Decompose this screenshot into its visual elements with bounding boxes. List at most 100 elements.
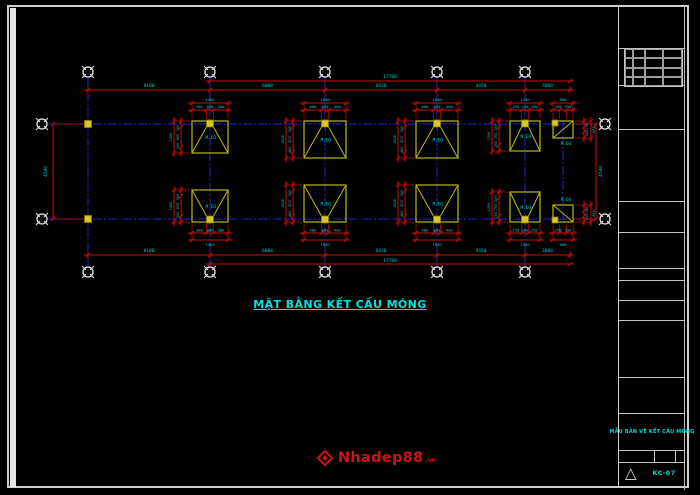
title-block: MẪU BẢN VẼ KẾT CẤU MÓNG △ KC-07	[609, 5, 694, 488]
title-block-divider	[619, 450, 685, 451]
svg-text:800: 800	[400, 136, 404, 143]
svg-text:1200: 1200	[520, 242, 530, 247]
svg-text:1200: 1200	[520, 97, 530, 102]
svg-text:M.Đ2: M.Đ2	[205, 135, 216, 141]
svg-text:800: 800	[176, 134, 180, 141]
svg-text:4500: 4500	[598, 166, 604, 177]
svg-text:800: 800	[207, 104, 215, 109]
svg-text:550: 550	[585, 214, 589, 221]
logo-tld: .vn	[425, 457, 436, 464]
revision-triangle-icon: △	[625, 464, 637, 482]
title-block-divider	[619, 320, 685, 321]
svg-text:800: 800	[560, 242, 568, 247]
svg-text:250: 250	[555, 104, 563, 109]
binding-margin-bar	[10, 8, 16, 487]
svg-text:700: 700	[494, 204, 498, 211]
svg-text:250: 250	[494, 124, 498, 131]
svg-text:800: 800	[322, 228, 330, 233]
svg-text:8100: 8100	[143, 248, 154, 254]
sheet-number-cell: △ KC-07	[619, 462, 685, 488]
svg-text:400: 400	[446, 104, 454, 109]
svg-text:250: 250	[512, 104, 520, 109]
svg-text:M.Đ1: M.Đ1	[432, 202, 443, 208]
svg-text:400: 400	[421, 104, 429, 109]
revision-table	[624, 48, 683, 87]
svg-text:1600: 1600	[393, 199, 397, 208]
svg-text:400: 400	[400, 126, 404, 133]
svg-text:400: 400	[309, 104, 317, 109]
svg-text:800: 800	[592, 210, 596, 217]
svg-text:550: 550	[565, 104, 573, 109]
svg-text:M.Đ1: M.Đ1	[432, 138, 443, 144]
svg-text:1600: 1600	[320, 97, 330, 102]
title-block-divider	[654, 450, 655, 462]
logo[interactable]: Nhadep88 .vn	[316, 449, 436, 467]
svg-text:4500: 4500	[43, 166, 49, 177]
title-block-divider	[619, 268, 685, 269]
logo-text: Nhadep88	[338, 449, 424, 466]
svg-text:300: 300	[196, 104, 204, 109]
svg-text:250: 250	[531, 228, 539, 233]
svg-text:400: 400	[288, 147, 292, 154]
svg-text:1200: 1200	[487, 203, 491, 212]
svg-text:800: 800	[288, 200, 292, 207]
svg-text:M.Đ1: M.Đ1	[320, 138, 331, 144]
drawing-set-caption-cell: MẪU BẢN VẼ KẾT CẤU MÓNG	[609, 413, 694, 450]
svg-text:6430: 6430	[375, 248, 386, 254]
svg-text:400: 400	[288, 211, 292, 218]
svg-text:1400: 1400	[169, 133, 173, 142]
svg-text:400: 400	[400, 211, 404, 218]
drawing-set-caption: MẪU BẢN VẼ KẾT CẤU MÓNG	[609, 428, 695, 435]
svg-text:400: 400	[309, 228, 317, 233]
title-block-divider	[619, 462, 685, 463]
svg-text:M.Đ3: M.Đ3	[520, 205, 531, 211]
svg-text:250: 250	[585, 123, 589, 130]
svg-text:4450: 4450	[475, 248, 486, 254]
svg-text:1600: 1600	[393, 135, 397, 144]
title-block-divider	[675, 450, 676, 462]
svg-text:550: 550	[585, 130, 589, 137]
svg-text:6000: 6000	[262, 83, 273, 89]
svg-text:1200: 1200	[487, 132, 491, 141]
svg-text:250: 250	[494, 141, 498, 148]
title-block-divider	[619, 413, 685, 414]
svg-text:300: 300	[196, 228, 204, 233]
svg-text:800: 800	[207, 228, 215, 233]
svg-text:8100: 8100	[143, 83, 154, 89]
svg-text:800: 800	[322, 104, 330, 109]
svg-text:550: 550	[565, 228, 573, 233]
title-block-divider	[619, 377, 685, 378]
svg-text:800: 800	[434, 228, 442, 233]
svg-text:1600: 1600	[320, 242, 330, 247]
svg-text:3000: 3000	[542, 83, 553, 89]
svg-text:1400: 1400	[205, 97, 215, 102]
svg-text:700: 700	[494, 133, 498, 140]
svg-text:800: 800	[434, 104, 442, 109]
svg-text:300: 300	[176, 212, 180, 219]
svg-text:400: 400	[288, 126, 292, 133]
svg-text:3000: 3000	[542, 248, 553, 254]
svg-text:250: 250	[494, 195, 498, 202]
svg-text:M.Đ1: M.Đ1	[320, 202, 331, 208]
svg-text:1600: 1600	[432, 242, 442, 247]
svg-text:4450: 4450	[475, 83, 486, 89]
svg-text:M.Đ2: M.Đ2	[205, 204, 216, 210]
svg-text:400: 400	[288, 190, 292, 197]
svg-text:1400: 1400	[169, 202, 173, 211]
drawing-title: MẶT BẰNG KẾT CẤU MÓNG	[253, 298, 427, 311]
svg-text:6000: 6000	[262, 248, 273, 254]
svg-text:1600: 1600	[281, 135, 285, 144]
svg-text:300: 300	[176, 194, 180, 201]
svg-text:300: 300	[176, 143, 180, 150]
svg-text:800: 800	[560, 97, 568, 102]
title-block-divider	[619, 232, 685, 233]
svg-text:800: 800	[400, 200, 404, 207]
svg-text:800: 800	[288, 136, 292, 143]
svg-text:250: 250	[494, 212, 498, 219]
title-block-divider	[619, 129, 685, 130]
svg-text:250: 250	[512, 228, 520, 233]
